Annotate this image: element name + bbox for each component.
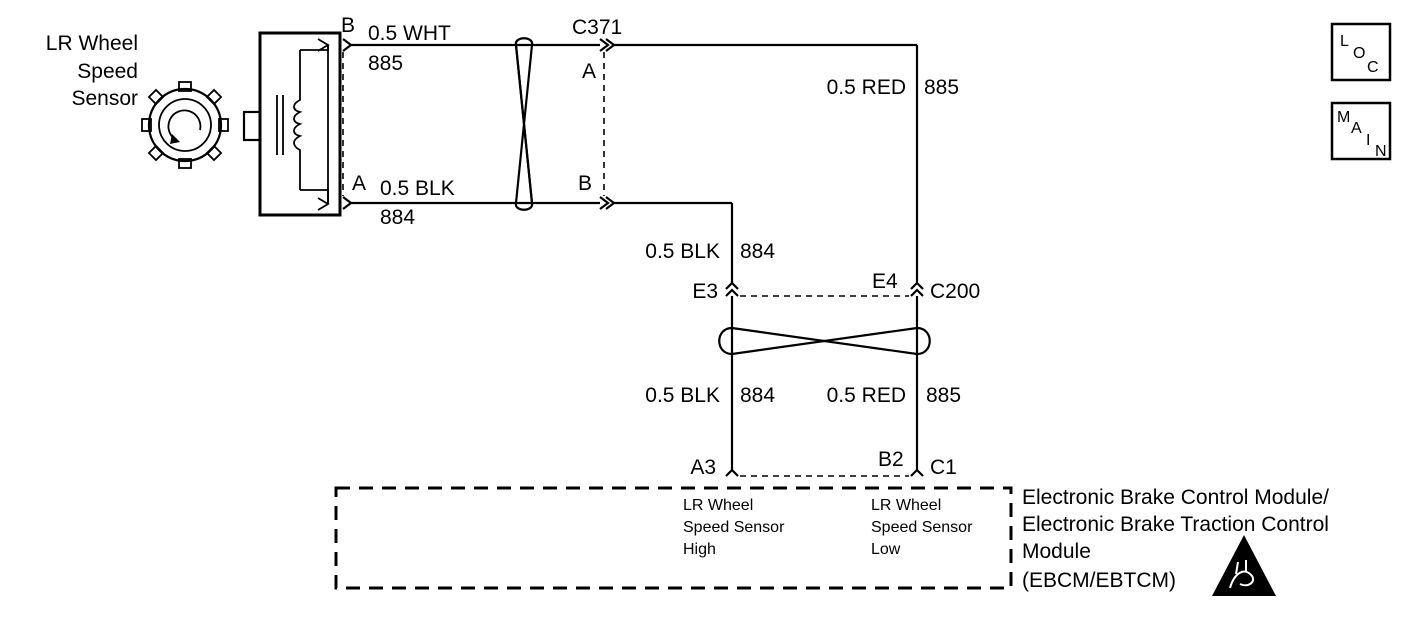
wire-blk-mid-label: 0.5 BLK (645, 240, 720, 263)
module-name-line4: (EBCM/EBTCM) (1022, 569, 1176, 592)
c371-pin-b: B (578, 172, 592, 195)
sensor-body (258, 31, 342, 217)
pin-low-line1: LR Wheel (871, 497, 941, 514)
main-a: A (1351, 120, 1362, 137)
wire-blk-label: 0.5 BLK (380, 177, 455, 200)
main-nav-button[interactable]: M A I N (1330, 101, 1392, 161)
loc-o: O (1353, 45, 1365, 62)
sensor-pin-a: A (352, 172, 366, 195)
main-n: N (1375, 143, 1387, 160)
c1-pin-b2: B2 (878, 448, 904, 471)
wire-blk-low-circuit: 884 (740, 384, 775, 407)
wire-red-low-circuit: 885 (926, 384, 961, 407)
main-i: I (1366, 132, 1370, 149)
pin-high-line3: High (683, 541, 716, 558)
module-name-line3: Module (1022, 540, 1091, 563)
wire-red-circuit: 885 (924, 76, 959, 99)
wire-wht-label: 0.5 WHT (368, 22, 451, 45)
wire-red-label: 0.5 RED (827, 76, 906, 99)
wheel-speed-sensor: LR Wheel Speed Sensor (46, 14, 366, 217)
wire-884-top (342, 196, 732, 210)
c371-label: C371 (572, 16, 622, 39)
loc-nav-button[interactable]: L O C (1330, 22, 1392, 82)
tone-wheel-icon (141, 81, 229, 169)
wire-wht-circuit: 885 (368, 52, 403, 75)
wire-red-low-label: 0.5 RED (827, 384, 906, 407)
sensor-title-line3: Sensor (71, 87, 138, 110)
pin-low-line2: Speed Sensor (871, 519, 973, 536)
c200-pin-e4: E4 (872, 270, 898, 293)
loc-l: L (1340, 33, 1349, 50)
c200-label: C200 (930, 280, 980, 303)
sensor-title-line1: LR Wheel (46, 32, 138, 55)
pin-high-line2: Speed Sensor (683, 519, 785, 536)
c1-label: C1 (930, 456, 957, 479)
twisted-pair-top (514, 37, 534, 211)
wire-blk-circuit: 884 (380, 206, 415, 229)
sensor-title-line2: Speed (77, 60, 138, 83)
coil-icon (276, 45, 329, 204)
main-m: M (1337, 109, 1350, 126)
module-name-line2: Electronic Brake Traction Control (1022, 513, 1329, 536)
ebcm-module-box (334, 486, 1013, 590)
wire-blk-mid-circuit: 884 (740, 240, 775, 263)
c200-pin-e3: E3 (692, 280, 718, 303)
c371-pin-a: A (582, 60, 596, 83)
wire-blk-low-label: 0.5 BLK (645, 384, 720, 407)
twisted-pair-bottom (718, 326, 931, 356)
pin-low-line3: Low (871, 541, 901, 558)
wire-885-top (342, 38, 917, 52)
c1-connector (725, 468, 924, 477)
sensor-pin-b: B (341, 14, 355, 37)
c200-connector (725, 281, 924, 470)
module-name-line1: Electronic Brake Control Module/ (1022, 486, 1329, 509)
esd-warning-icon (1212, 535, 1276, 596)
pin-high-line1: LR Wheel (683, 497, 753, 514)
c1-pin-a3: A3 (690, 456, 716, 479)
loc-c: C (1367, 59, 1379, 76)
